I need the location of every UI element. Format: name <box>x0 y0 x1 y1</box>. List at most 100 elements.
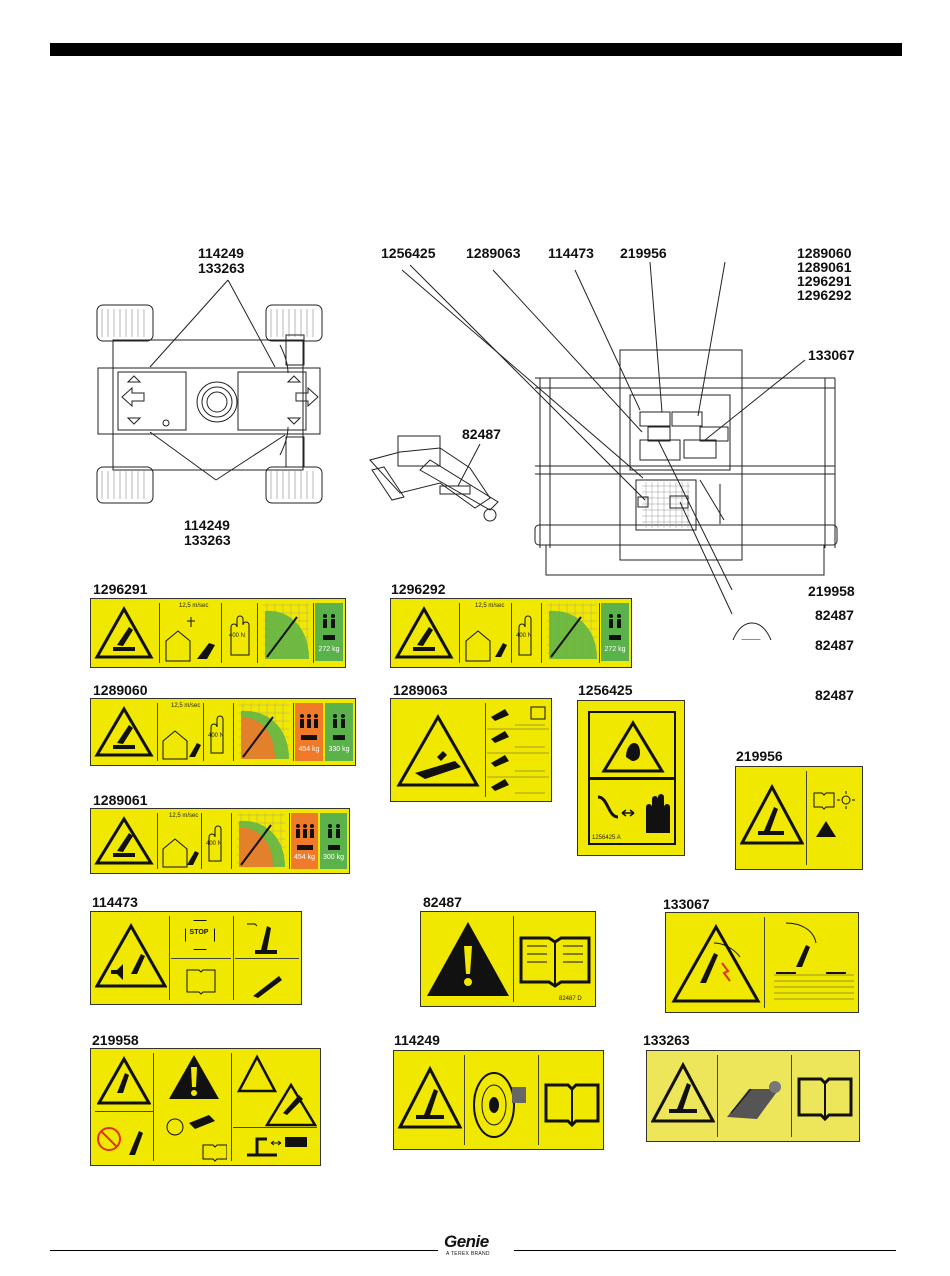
house-wind-icon <box>165 617 215 662</box>
hand-force-icon <box>210 715 224 754</box>
wind-speed-text: 12,5 m/sec <box>179 603 209 609</box>
footer-rule-right <box>514 1250 896 1251</box>
manual-icon <box>797 1077 853 1121</box>
entanglement-warning-icons <box>236 1054 317 1127</box>
stop-text: STOP <box>189 929 209 936</box>
decal-133067 <box>665 912 859 1013</box>
hand-crush-warning-icon <box>601 720 665 773</box>
decal-1296291: 12,5 m/sec 400 N 272 kg <box>90 598 346 668</box>
track-drive-icon <box>727 1081 781 1119</box>
decal-82487: 82487 D <box>420 911 596 1007</box>
range-chart-icon <box>239 703 289 759</box>
callout-82487-b: 82487 <box>815 637 854 653</box>
decal-code: 82487 D <box>559 996 582 1002</box>
tipover-warning-icon <box>740 783 804 845</box>
decal-219958 <box>90 1048 321 1166</box>
decal-title-1256425: 1256425 <box>578 682 633 698</box>
callout-82487-a: 82487 <box>815 607 854 623</box>
callout-133067: 133067 <box>808 347 855 363</box>
range-chart-icon <box>237 813 285 867</box>
chassis-top-view <box>96 304 323 504</box>
hand-force-icon <box>518 615 532 656</box>
decal-1289061: 12,5 m/sec 400 N 454 kg 300 kg <box>90 808 350 874</box>
callout-1296291: 1296291 <box>797 273 852 289</box>
load-text-a: 454 kg <box>298 746 320 753</box>
wind-speed-text: 12,5 m/sec <box>475 603 505 609</box>
house-wind-icon <box>162 838 199 868</box>
callout-114249-bottom: 114249 <box>184 517 230 533</box>
decal-114249 <box>393 1050 604 1150</box>
load-panel-green: 330 kg <box>325 703 353 761</box>
callout-82487-tow: 82487 <box>462 426 501 442</box>
people-icon <box>300 714 318 740</box>
wind-speed-text: 12,5 m/sec <box>171 703 201 709</box>
load-panel: 272 kg <box>315 603 343 661</box>
decal-title-114249: 114249 <box>394 1032 440 1048</box>
load-text-b: 300 kg <box>322 854 345 861</box>
callout-1256425: 1256425 <box>381 245 436 261</box>
tire-wheel-icon <box>473 1072 526 1138</box>
callout-82487-c: 82487 <box>815 687 854 703</box>
tipover-warning-icon <box>651 1061 715 1123</box>
decal-1289063 <box>390 698 552 802</box>
no-drive-icon <box>97 1127 143 1155</box>
callout-114249-top: 114249 <box>198 245 244 261</box>
decal-code: 1256425 A <box>592 835 621 841</box>
callout-133263-bottom: 133263 <box>184 532 231 548</box>
load-panel-orange: 454 kg <box>295 703 323 761</box>
instructions-icon <box>487 706 549 794</box>
warning-triangle-icon <box>94 816 154 865</box>
manual-icon <box>519 936 591 988</box>
decal-title-1289060: 1289060 <box>93 682 148 698</box>
load-panel-orange: 454 kg <box>291 813 318 869</box>
people-icon <box>296 824 314 850</box>
boom-motion-icons <box>247 923 282 998</box>
house-wind-icon <box>465 630 507 662</box>
inspection-icons <box>166 1115 227 1162</box>
decal-1296292: 12,5 m/sec 400 N 272 kg <box>390 598 632 668</box>
machine-illustrations <box>96 261 838 640</box>
callout-1289060: 1289060 <box>797 245 852 261</box>
people-icon <box>333 714 345 740</box>
callout-1296292: 1296292 <box>797 287 852 303</box>
hand-force-icon <box>208 825 222 862</box>
tipover-warning-icon <box>97 1055 151 1105</box>
wind-speed-text: 12,5 m/sec <box>169 813 199 819</box>
range-chart-icon <box>263 603 309 659</box>
callout-219958: 219958 <box>808 583 855 599</box>
decal-1289060: 12,5 m/sec 400 N 454 kg 330 kg <box>90 698 356 766</box>
warning-triangle-icon <box>94 605 154 659</box>
decal-frame: 1256425 A <box>588 711 676 845</box>
people-icon <box>328 824 340 850</box>
range-chart-icon <box>547 603 597 659</box>
decal-title-133263: 133263 <box>643 1032 690 1048</box>
header-rule <box>50 43 902 56</box>
decal-title-133067: 133067 <box>663 896 710 912</box>
callout-219956: 219956 <box>620 245 667 261</box>
decal-title-219956: 219956 <box>736 748 783 764</box>
decal-114473: STOP <box>90 911 302 1005</box>
manual-icon <box>186 969 216 995</box>
decal-title-219958: 219958 <box>92 1032 139 1048</box>
manual-sun-icons <box>813 791 855 837</box>
warning-triangle-icon <box>394 605 454 659</box>
keep-hands-away-icon <box>597 794 670 833</box>
callout-1289063: 1289063 <box>466 245 521 261</box>
force-text: 400 N <box>229 633 246 639</box>
electrocution-warning-icon <box>671 923 761 1003</box>
decal-title-1296292: 1296292 <box>391 581 446 597</box>
decal-1256425: 1256425 A <box>577 700 685 856</box>
decal-title-1296291: 1296291 <box>93 581 148 597</box>
logo-tagline: A TEREX BRAND <box>446 1251 490 1257</box>
decal-219956 <box>735 766 863 870</box>
decal-title-1289063: 1289063 <box>393 682 448 698</box>
people-icon <box>609 614 621 640</box>
load-text: 272 kg <box>318 646 340 653</box>
load-text-b: 330 kg <box>328 746 350 753</box>
callout-1289061: 1289061 <box>797 259 852 275</box>
tipover-warning-icon <box>398 1065 462 1129</box>
stop-sign-icon <box>185 920 215 950</box>
manual-icon <box>544 1083 600 1127</box>
genie-logo: Genie <box>444 1232 489 1251</box>
danger-triangle-icon <box>427 922 509 996</box>
